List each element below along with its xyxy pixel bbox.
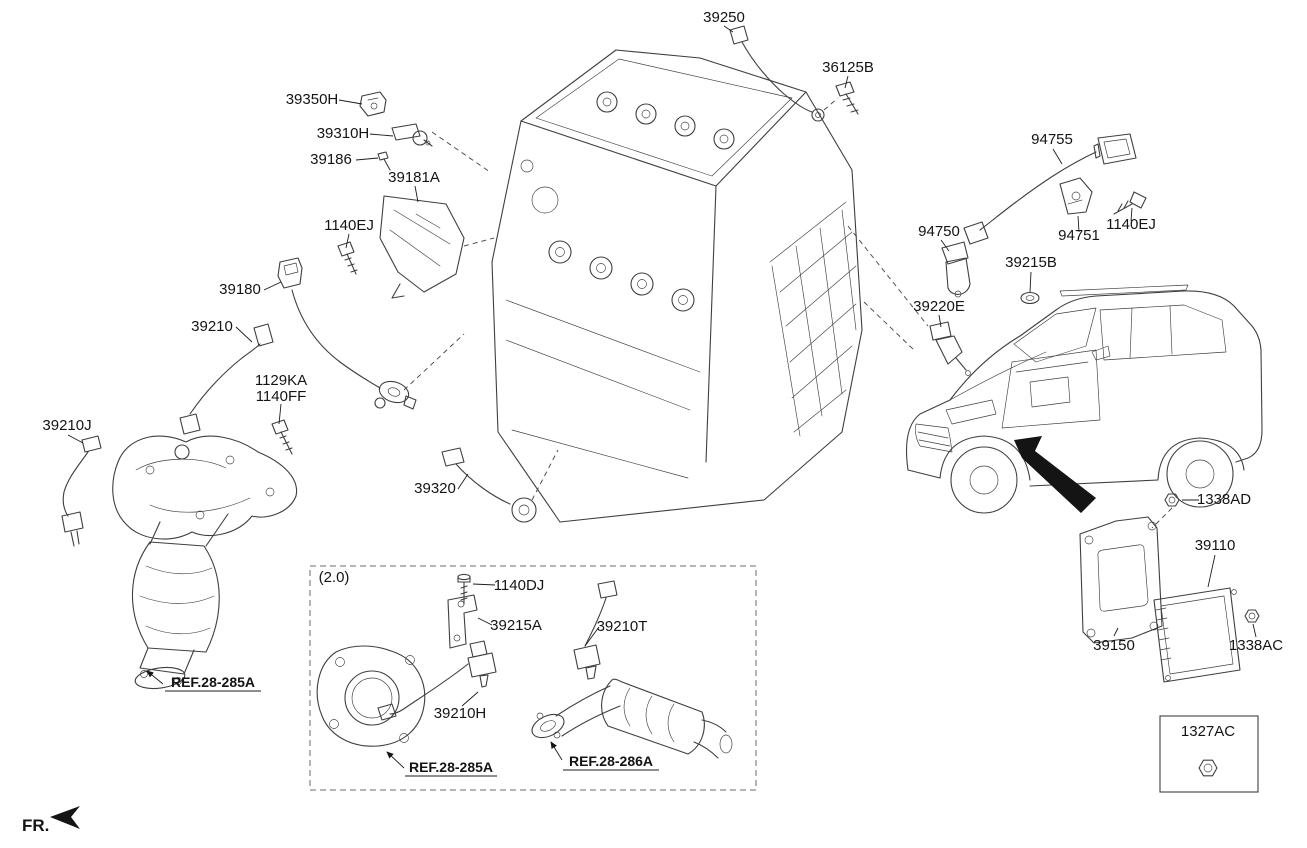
nut-39215B-drawing — [1020, 291, 1040, 305]
car-drawing — [905, 284, 1263, 514]
part-label-39250[interactable]: 39250 — [703, 9, 745, 26]
part-label-39181A[interactable]: 39181A — [388, 169, 440, 186]
oxygen-sensor-39210T-drawing — [573, 580, 618, 680]
fr-direction-marker: FR. — [22, 806, 80, 835]
part-label-39320[interactable]: 39320 — [414, 480, 456, 497]
part-label-1338AD[interactable]: 1338AD — [1197, 491, 1251, 508]
bolt-1129KA-drawing — [271, 419, 293, 455]
heat-shield-39181A-drawing — [379, 195, 465, 299]
engine-drawing — [491, 49, 863, 523]
part-label-39210J[interactable]: 39210J — [42, 417, 91, 434]
fr-label: FR. — [22, 816, 49, 835]
ref-link-28-285A-main[interactable]: REF.28-285A — [171, 674, 255, 690]
part-label-1140EJ-right[interactable]: 1140EJ — [1106, 216, 1156, 233]
part-label-1140DJ[interactable]: 1140DJ — [494, 577, 545, 594]
bracket-39215A-drawing — [447, 594, 478, 649]
nut-1338AC-drawing — [1244, 609, 1260, 623]
fr-arrow-icon — [50, 806, 80, 829]
knock-sensor-39320-drawing — [441, 447, 537, 523]
part-label-1327AC[interactable]: 1327AC — [1181, 723, 1235, 740]
part-label-39215A[interactable]: 39215A — [490, 617, 542, 634]
part-label-39210H[interactable]: 39210H — [434, 705, 487, 722]
bracket-39150-drawing — [1079, 516, 1163, 644]
part-label-1338AC[interactable]: 1338AC — [1229, 637, 1283, 654]
bolt-1140EJ-right-drawing — [1113, 191, 1147, 215]
part-label-39110[interactable]: 39110 — [1195, 537, 1236, 554]
bracket-94751-drawing — [1059, 177, 1093, 215]
ecu-39110-drawing — [1153, 587, 1241, 683]
part-label-36125B[interactable]: 36125B — [822, 59, 874, 76]
part-label-39310H[interactable]: 39310H — [317, 125, 370, 142]
assembly-dash-lines — [403, 97, 1173, 529]
part-label-94755[interactable]: 94755 — [1031, 131, 1073, 148]
part-label-39186[interactable]: 39186 — [310, 151, 352, 168]
part-label-1129KA[interactable]: 1129KA — [255, 372, 307, 389]
gasket-drawing — [316, 645, 426, 747]
part-label-39210[interactable]: 39210 — [191, 318, 233, 335]
camshaft-sensor-group-drawing — [359, 91, 433, 171]
bolt-1140EJ-left-drawing — [337, 241, 358, 275]
nut-1338AD-drawing — [1164, 493, 1180, 507]
part-label-94750[interactable]: 94750 — [918, 223, 960, 240]
sensor-94750-drawing — [941, 241, 971, 298]
bolt-1140DJ-drawing — [457, 573, 471, 605]
exhaust-manifold-drawing — [112, 435, 298, 690]
part-label-39180[interactable]: 39180 — [219, 281, 261, 298]
location-arrow — [1014, 436, 1096, 513]
ref-link-28-285A-box[interactable]: REF.28-285A — [409, 759, 493, 775]
variant-2-0-box — [309, 565, 757, 791]
leader-lines — [67, 25, 1257, 777]
oxygen-sensor-39210J-drawing — [61, 435, 102, 547]
part-label-39220E[interactable]: 39220E — [913, 298, 965, 315]
ref-link-28-286A[interactable]: REF.28-286A — [569, 753, 653, 769]
part-label-1140FF[interactable]: 1140FF — [256, 388, 307, 405]
harness-39250-drawing — [729, 25, 825, 122]
part-label-1140EJ-left[interactable]: 1140EJ — [324, 217, 374, 234]
part-1327AC-box — [1159, 715, 1259, 793]
nut-1327AC-drawing — [1198, 759, 1218, 777]
part-label-39150[interactable]: 39150 — [1093, 637, 1135, 654]
part-label-94751[interactable]: 94751 — [1058, 227, 1100, 244]
bolt-36125B-drawing — [835, 81, 859, 115]
oxygen-sensor-39210-drawing — [179, 323, 274, 435]
catalytic-converter-drawing — [531, 678, 733, 759]
sensor-39220E-drawing — [929, 321, 971, 376]
sensor-94755-drawing — [963, 133, 1137, 245]
variant-label-2-0: (2.0) — [319, 569, 350, 586]
part-label-39215B[interactable]: 39215B — [1005, 254, 1057, 271]
part-label-39350H[interactable]: 39350H — [286, 91, 339, 108]
crankshaft-sensor-39180-drawing — [277, 257, 417, 410]
part-label-39210T[interactable]: 39210T — [597, 618, 648, 635]
